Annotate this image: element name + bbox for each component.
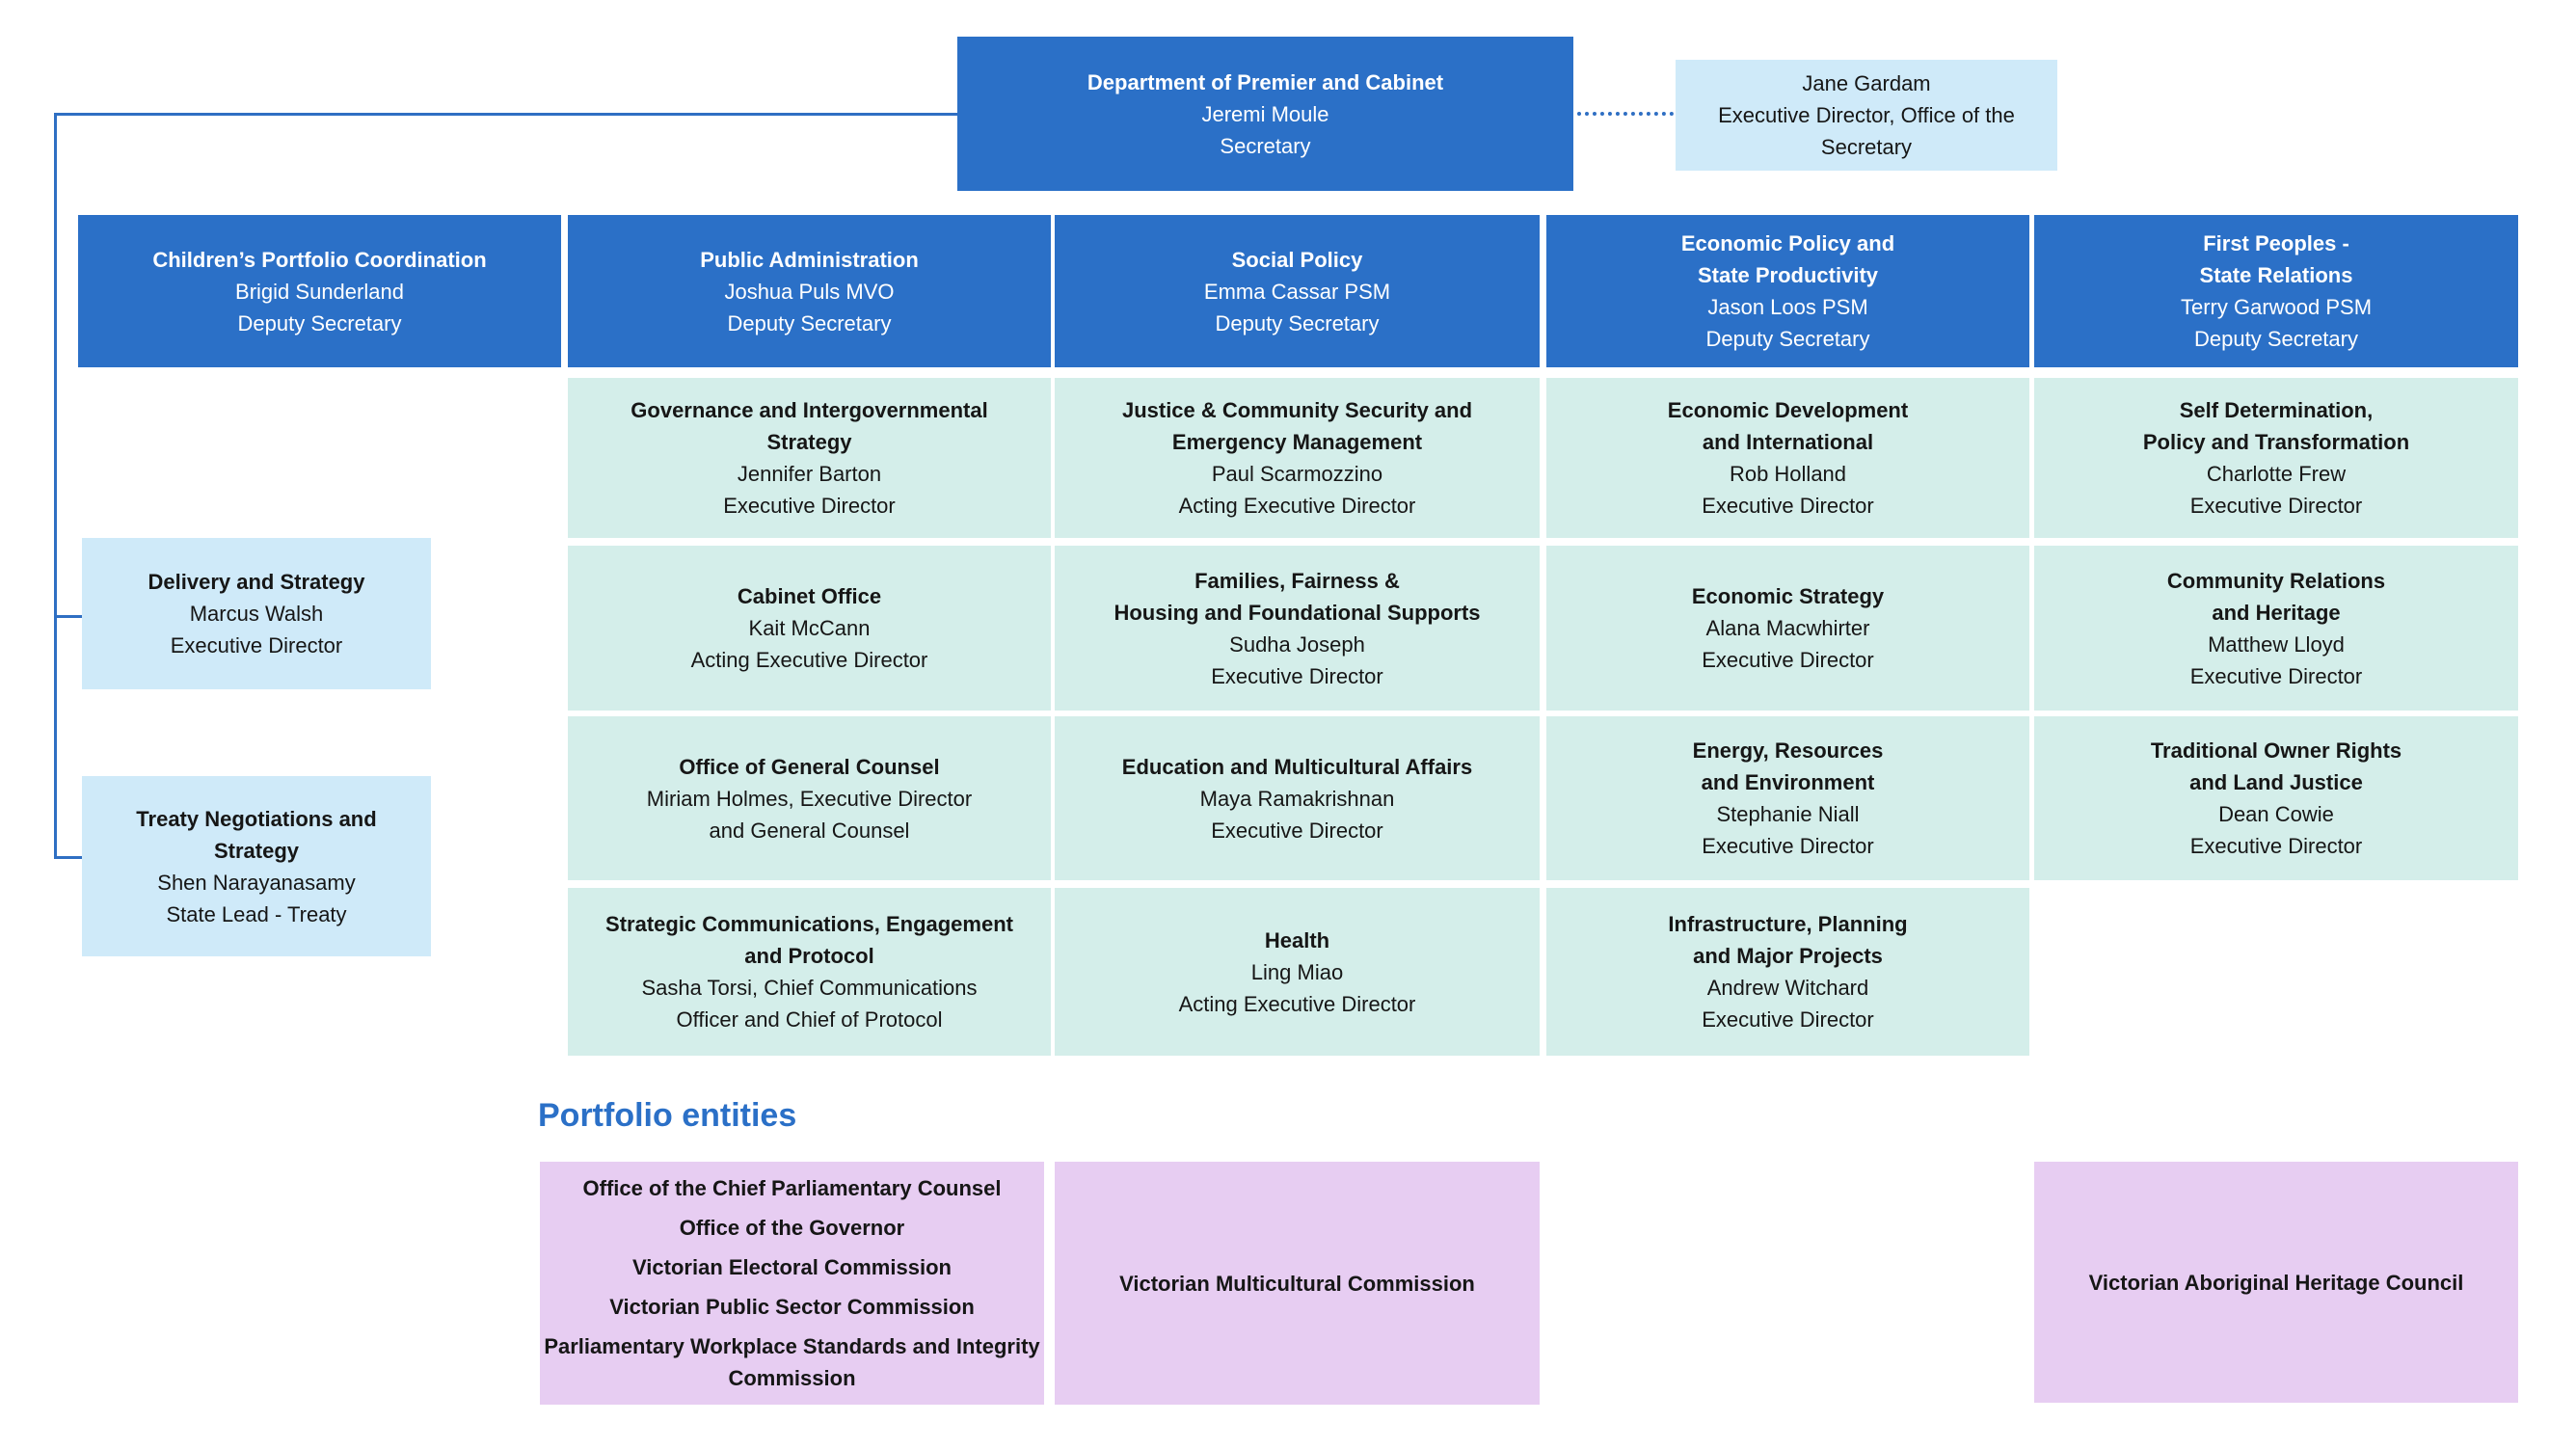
box-education-multicultural-affairs: Education and Multicultural Affairs Maya… xyxy=(1055,716,1540,880)
box-secretary: Department of Premier and Cabinet Jeremi… xyxy=(957,37,1573,191)
box-title: Social Policy xyxy=(1231,247,1363,272)
box-victorian-aboriginal-heritage-council: Victorian Aboriginal Heritage Council xyxy=(2034,1162,2518,1403)
box-title: Public Administration xyxy=(700,247,919,272)
box-families-fairness-housing-foundational-supports: Families, Fairness &Housing and Foundati… xyxy=(1055,546,1540,711)
box-title: Self Determination,Policy and Transforma… xyxy=(2142,398,2410,454)
header-childrens-portfolio-coordination: Children’s Portfolio Coordination Brigid… xyxy=(78,215,561,367)
box-victorian-multicultural-commission: Victorian Multicultural Commission xyxy=(1055,1162,1540,1405)
box-office-of-general-counsel: Office of General Counsel Miriam Holmes,… xyxy=(568,716,1051,880)
box-title: Cabinet Office xyxy=(737,584,882,608)
connector-dotted-office-of-secretary xyxy=(1577,112,1674,116)
entity-parliamentary-workplace-standards-integrity-commission: Parliamentary Workplace Standards and In… xyxy=(544,1334,1040,1390)
entity-victorian-public-sector-commission: Victorian Public Sector Commission xyxy=(609,1295,975,1319)
entity-victorian-multicultural-commission: Victorian Multicultural Commission xyxy=(1119,1271,1475,1296)
box-title: Economic Strategy xyxy=(1691,584,1885,608)
box-title: Delivery and Strategy xyxy=(148,570,365,594)
connector-secretary-horizontal xyxy=(54,113,957,116)
entity-victorian-electoral-commission: Victorian Electoral Commission xyxy=(632,1255,952,1279)
box-title: First Peoples -State Relations xyxy=(2199,231,2353,287)
entity-office-of-the-governor: Office of the Governor xyxy=(679,1216,905,1240)
box-title: Families, Fairness &Housing and Foundati… xyxy=(1114,568,1481,625)
entity-office-of-the-chief-parliamentary-counsel: Office of the Chief Parliamentary Counse… xyxy=(582,1176,1002,1200)
connector-stub-treaty xyxy=(54,856,83,859)
connector-stub-delivery xyxy=(54,615,83,618)
box-title: Children’s Portfolio Coordination xyxy=(152,247,487,272)
connector-left-vertical xyxy=(54,113,57,859)
box-title: Department of Premier and Cabinet xyxy=(1087,69,1444,94)
entity-victorian-aboriginal-heritage-council: Victorian Aboriginal Heritage Council xyxy=(2088,1270,2464,1295)
box-self-determination-policy-transformation: Self Determination,Policy and Transforma… xyxy=(2034,378,2518,538)
box-title: Education and Multicultural Affairs xyxy=(1121,754,1473,779)
box-title: Health xyxy=(1264,927,1330,953)
box-title: Office of General Counsel xyxy=(679,754,940,779)
portfolio-entities-heading: Portfolio entities xyxy=(538,1097,797,1134)
box-portfolio-entities-group-1: Office of the Chief Parliamentary Counse… xyxy=(540,1162,1044,1405)
header-first-peoples-state-relations: First Peoples -State Relations Terry Gar… xyxy=(2034,215,2518,367)
